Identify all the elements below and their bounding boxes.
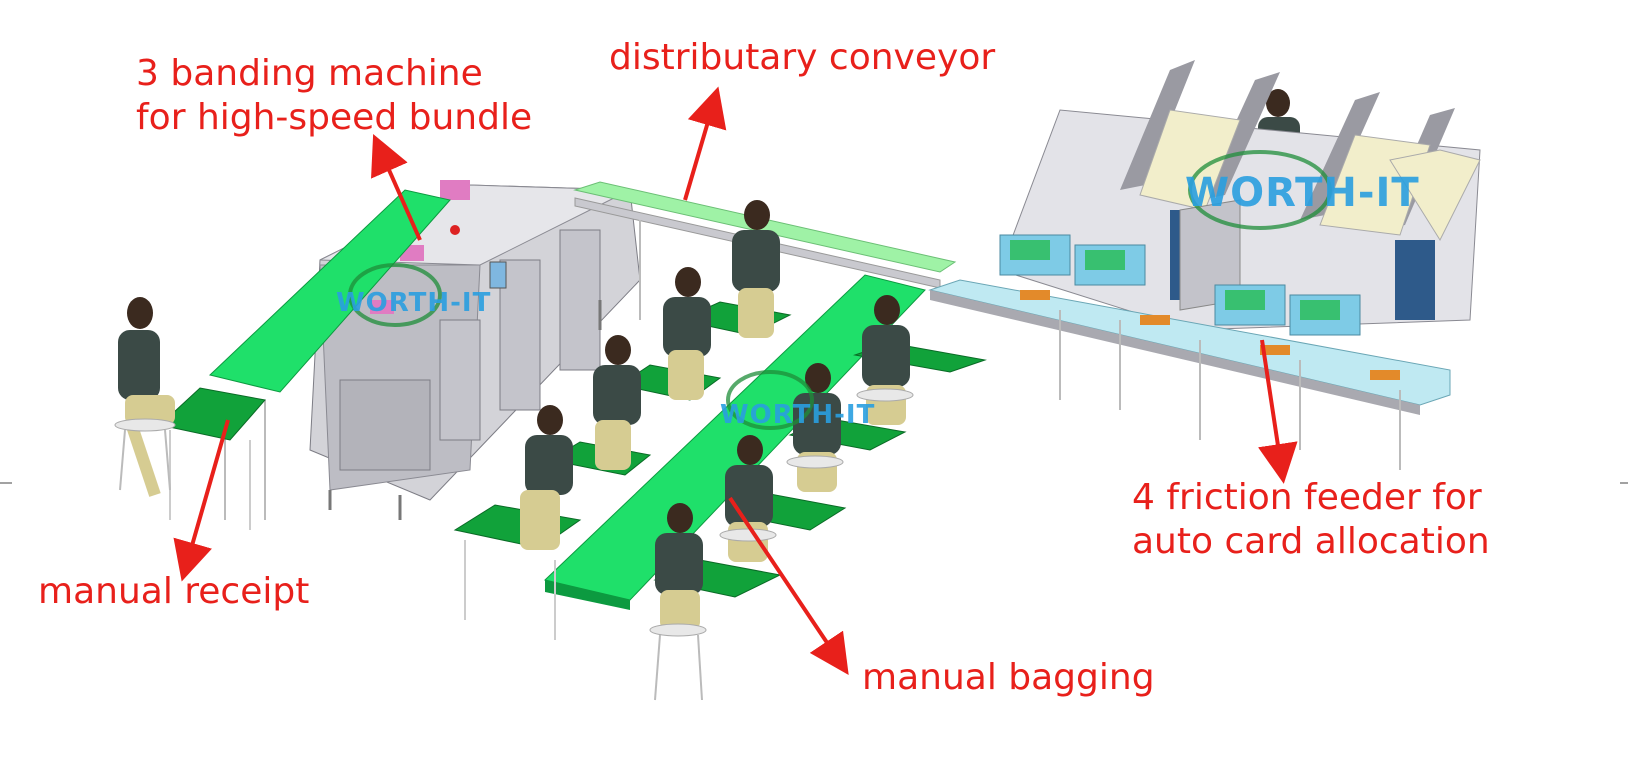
label-manual-bagging: manual bagging [862, 657, 1155, 698]
label-banding-line2: for high-speed bundle [136, 97, 533, 138]
annotation-arrows [173, 86, 1298, 675]
label-banding-machine: 3 banding machine for high-speed bundle [136, 52, 532, 140]
watermark-swooshes [348, 150, 1332, 430]
arrow-distributary [683, 86, 727, 201]
operator-receipt [114, 297, 176, 497]
operator-bag-4 [732, 200, 780, 338]
operator-bag-3 [663, 267, 711, 400]
friction-feeder-station [928, 60, 1481, 470]
label-friction-line2: auto card allocation [1132, 521, 1490, 562]
label-friction-feeder: 4 friction feeder for auto card allocati… [1132, 476, 1490, 564]
operator-bag-5 [856, 295, 914, 425]
bagging-conveyor [543, 274, 926, 610]
operator-bag-1 [520, 405, 573, 550]
arrow-bagging [728, 496, 849, 675]
label-friction-line1: 4 friction feeder for [1132, 477, 1482, 518]
label-distributary-conveyor: distributary conveyor [609, 37, 996, 78]
arrow-receipt [173, 419, 230, 582]
receipt-table [158, 387, 266, 530]
operator-bag-8 [649, 503, 707, 701]
label-banding-line1: 3 banding machine [136, 53, 483, 94]
watermark-right: WORTH-IT [1185, 170, 1420, 216]
operator-bag-2 [593, 335, 641, 470]
label-manual-receipt: manual receipt [38, 571, 310, 612]
watermark-left: WORTH-IT [336, 288, 492, 318]
arrow-banding [371, 134, 422, 241]
arrow-friction [1258, 339, 1298, 484]
banding-machine [309, 180, 641, 520]
watermark-center: WORTH-IT [720, 400, 876, 430]
operator-bag-6 [786, 363, 844, 492]
